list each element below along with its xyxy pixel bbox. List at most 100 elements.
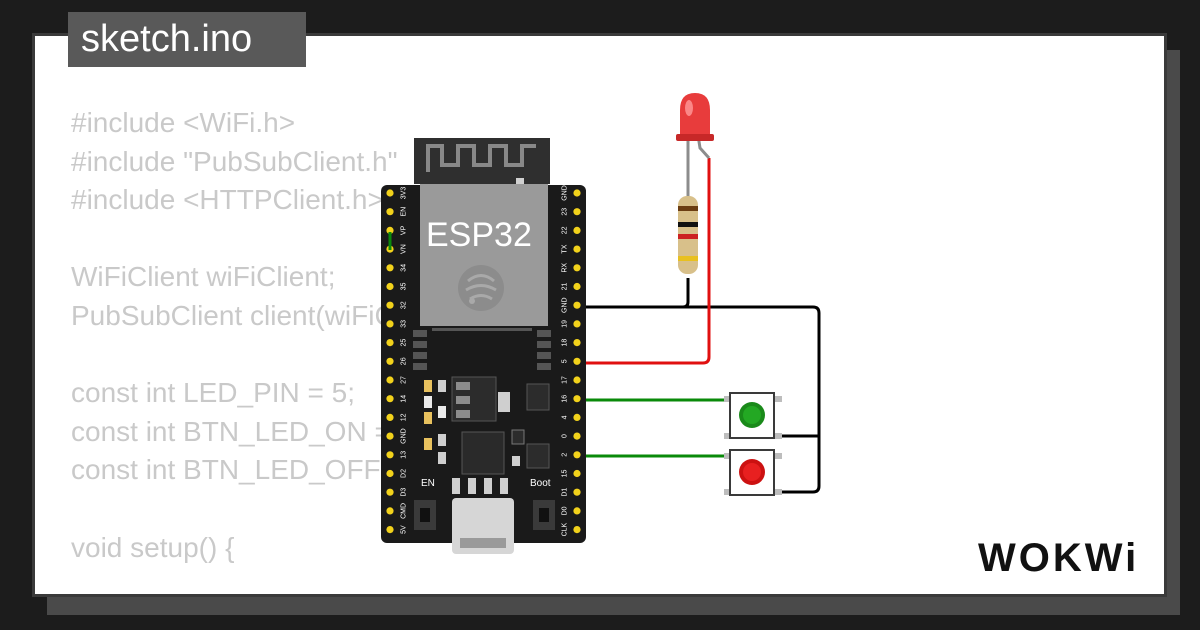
code-line: WiFiClient wiFiClient; (71, 261, 336, 293)
code-line: #include <HTTPClient.h> (71, 184, 384, 216)
pin-left-1[interactable] (386, 208, 394, 216)
pin-left-14[interactable] (386, 451, 394, 459)
wire-led-anode (573, 158, 711, 365)
pin-label: RX (562, 263, 569, 273)
pin-label: 12 (401, 413, 408, 421)
pin-label: 33 (401, 320, 408, 328)
resistor[interactable] (678, 180, 698, 274)
pin-label: 4 (562, 415, 569, 419)
code-line: #include "PubSubClient.h" (71, 145, 398, 177)
pin-left-0[interactable] (386, 189, 394, 197)
pin-label: VP (401, 225, 408, 235)
pin-left-15[interactable] (386, 469, 394, 478)
pin-label: TX (562, 244, 569, 253)
pin-right-15[interactable] (573, 469, 581, 478)
wire-gnd-resistor (573, 278, 690, 309)
pin-label: 17 (562, 376, 569, 384)
pin-label: 5 (562, 359, 569, 363)
pin-label: 15 (562, 470, 569, 478)
pin-label: 16 (562, 395, 569, 403)
pin-left-6[interactable] (386, 301, 394, 309)
pushbutton-red[interactable] (724, 449, 782, 496)
pin-right-14[interactable] (573, 451, 581, 459)
pin-label: D0 (562, 506, 569, 515)
pin-right-5[interactable] (573, 282, 581, 291)
pin-label: D1 (562, 488, 569, 497)
pin-right-17[interactable] (573, 507, 581, 515)
pin-left-18[interactable] (386, 526, 394, 534)
pin-left-10[interactable] (386, 376, 394, 384)
pin-right-10[interactable] (573, 376, 581, 384)
en-button[interactable] (414, 500, 436, 530)
pin-label: 19 (562, 320, 569, 328)
smd-components (424, 376, 550, 494)
pin-right-4[interactable] (573, 264, 581, 272)
pin-right-8[interactable] (573, 339, 581, 347)
code-line: const int LED_PIN = 5; (71, 377, 356, 409)
pin-label: 34 (401, 264, 408, 272)
pin-right-18[interactable] (573, 526, 581, 534)
pin-left-16[interactable] (386, 488, 394, 496)
pin-label: 23 (562, 208, 569, 216)
pin-label: 13 (401, 451, 408, 459)
pin-label: 26 (401, 357, 408, 365)
wire-gnd-buttons (578, 305, 821, 494)
pin-label: 22 (562, 226, 569, 234)
pin-left-7[interactable] (386, 320, 394, 328)
pin-label: 0 (562, 434, 569, 438)
esp32-board[interactable]: ESP32 (381, 138, 586, 554)
usb-port[interactable] (452, 498, 514, 554)
pin-right-11[interactable] (573, 395, 581, 403)
pin-label: 27 (401, 376, 408, 384)
pin-left-17[interactable] (386, 507, 394, 515)
pin-right-7[interactable] (573, 320, 581, 328)
pin-right-1[interactable] (573, 208, 581, 216)
pin-label: 25 (401, 339, 408, 347)
espressif-logo (458, 265, 504, 311)
pin-right-9[interactable] (573, 357, 581, 365)
pushbutton-green[interactable] (724, 392, 782, 439)
pin-label: 21 (562, 283, 569, 291)
pin-label: 2 (562, 453, 569, 457)
pin-label: D2 (401, 469, 408, 478)
en-label: EN (421, 478, 435, 489)
pin-left-8[interactable] (386, 339, 394, 347)
pin-label: D3 (401, 488, 408, 497)
pin-left-13[interactable] (386, 432, 394, 440)
boot-button[interactable] (533, 500, 555, 530)
pin-left-9[interactable] (386, 357, 394, 365)
pin-right-12[interactable] (573, 413, 581, 421)
pin-left-12[interactable] (386, 413, 394, 421)
pin-right-6[interactable] (573, 301, 581, 309)
pin-right-2[interactable] (573, 226, 581, 234)
pin-label: GND (562, 297, 569, 313)
pin-left-5[interactable] (386, 282, 394, 291)
pin-header-left: 3V3ENVPVN343532332526271412GND13D2D3CMD5… (386, 187, 408, 534)
pin-right-0[interactable] (573, 189, 581, 197)
pin-label: 18 (562, 339, 569, 347)
pin-label: 5V (401, 525, 408, 534)
rf-pads (413, 328, 551, 370)
file-tab[interactable]: sketch.ino (68, 12, 306, 67)
pin-label: GND (562, 185, 569, 201)
pin-label: GND (401, 428, 408, 444)
wokwi-logo: WOKWi (978, 536, 1140, 580)
pin-right-3[interactable] (573, 245, 581, 253)
pin-label: 32 (401, 301, 408, 309)
chip-label: ESP32 (426, 216, 532, 254)
pin-label: VN (401, 244, 408, 254)
code-line: #include <WiFi.h> (71, 107, 296, 138)
pin-label: 3V3 (401, 187, 408, 200)
pin-label: 14 (401, 395, 408, 403)
pin-right-13[interactable] (573, 432, 581, 440)
pin-left-2[interactable] (386, 226, 394, 234)
pin-label: 35 (401, 283, 408, 291)
boot-label: Boot (530, 478, 551, 489)
pin-right-16[interactable] (573, 488, 581, 496)
pin-left-4[interactable] (386, 264, 394, 272)
pin-left-11[interactable] (386, 395, 394, 403)
preview-card: #include <WiFi.h> #include "PubSubClient.… (32, 33, 1167, 597)
pin-label: CMD (401, 503, 408, 519)
